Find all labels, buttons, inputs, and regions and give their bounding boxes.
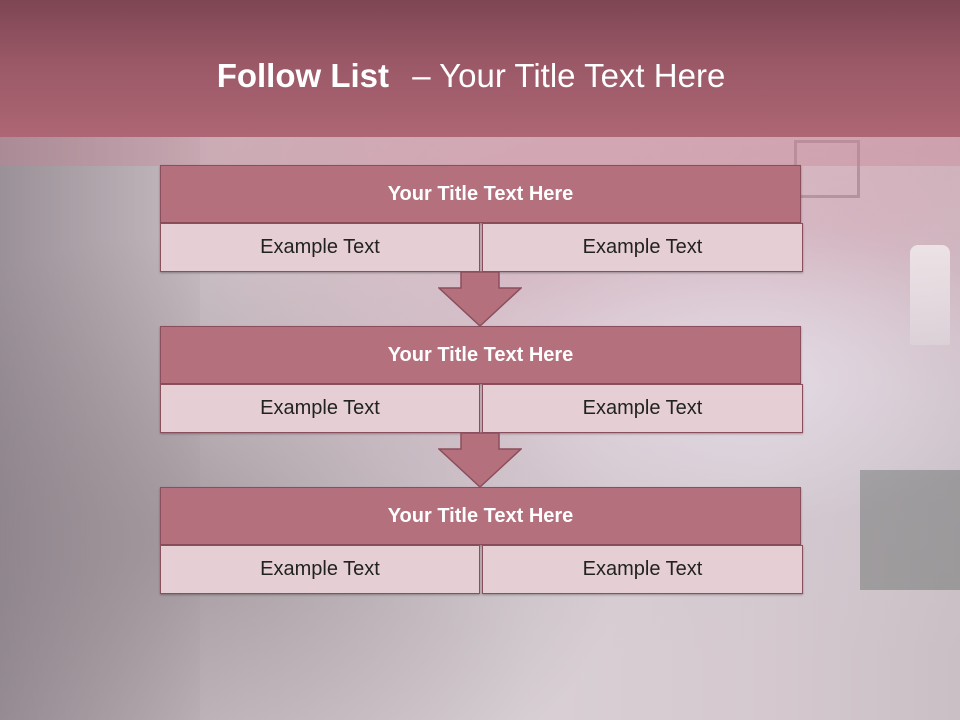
page-title: Follow List – Your Title Text Here (0, 54, 942, 98)
step-cell-left: Example Text (160, 384, 480, 433)
title-bar (0, 0, 960, 137)
step-cell-right: Example Text (482, 545, 803, 594)
step-cell-left: Example Text (160, 223, 480, 272)
step-title: Your Title Text Here (160, 165, 801, 223)
page-title-rest: Your Title Text Here (439, 57, 726, 94)
step-block-1: Your Title Text Here Example Text Exampl… (160, 165, 803, 272)
step-title: Your Title Text Here (160, 487, 801, 545)
background-shadow-right (860, 470, 960, 590)
step-block-2: Your Title Text Here Example Text Exampl… (160, 326, 803, 433)
step-block-3: Your Title Text Here Example Text Exampl… (160, 487, 803, 594)
title-bar-band (0, 137, 960, 166)
down-arrow-icon (438, 271, 522, 327)
down-arrow-icon (438, 432, 522, 488)
step-cell-left: Example Text (160, 545, 480, 594)
step-cell-right: Example Text (482, 384, 803, 433)
step-row: Example Text Example Text (160, 545, 803, 594)
page-title-bold: Follow List (216, 57, 390, 94)
step-cell-right: Example Text (482, 223, 803, 272)
step-row: Example Text Example Text (160, 223, 803, 272)
page-title-separator: – (412, 57, 431, 94)
step-row: Example Text Example Text (160, 384, 803, 433)
step-title: Your Title Text Here (160, 326, 801, 384)
background-lamp (910, 245, 950, 345)
